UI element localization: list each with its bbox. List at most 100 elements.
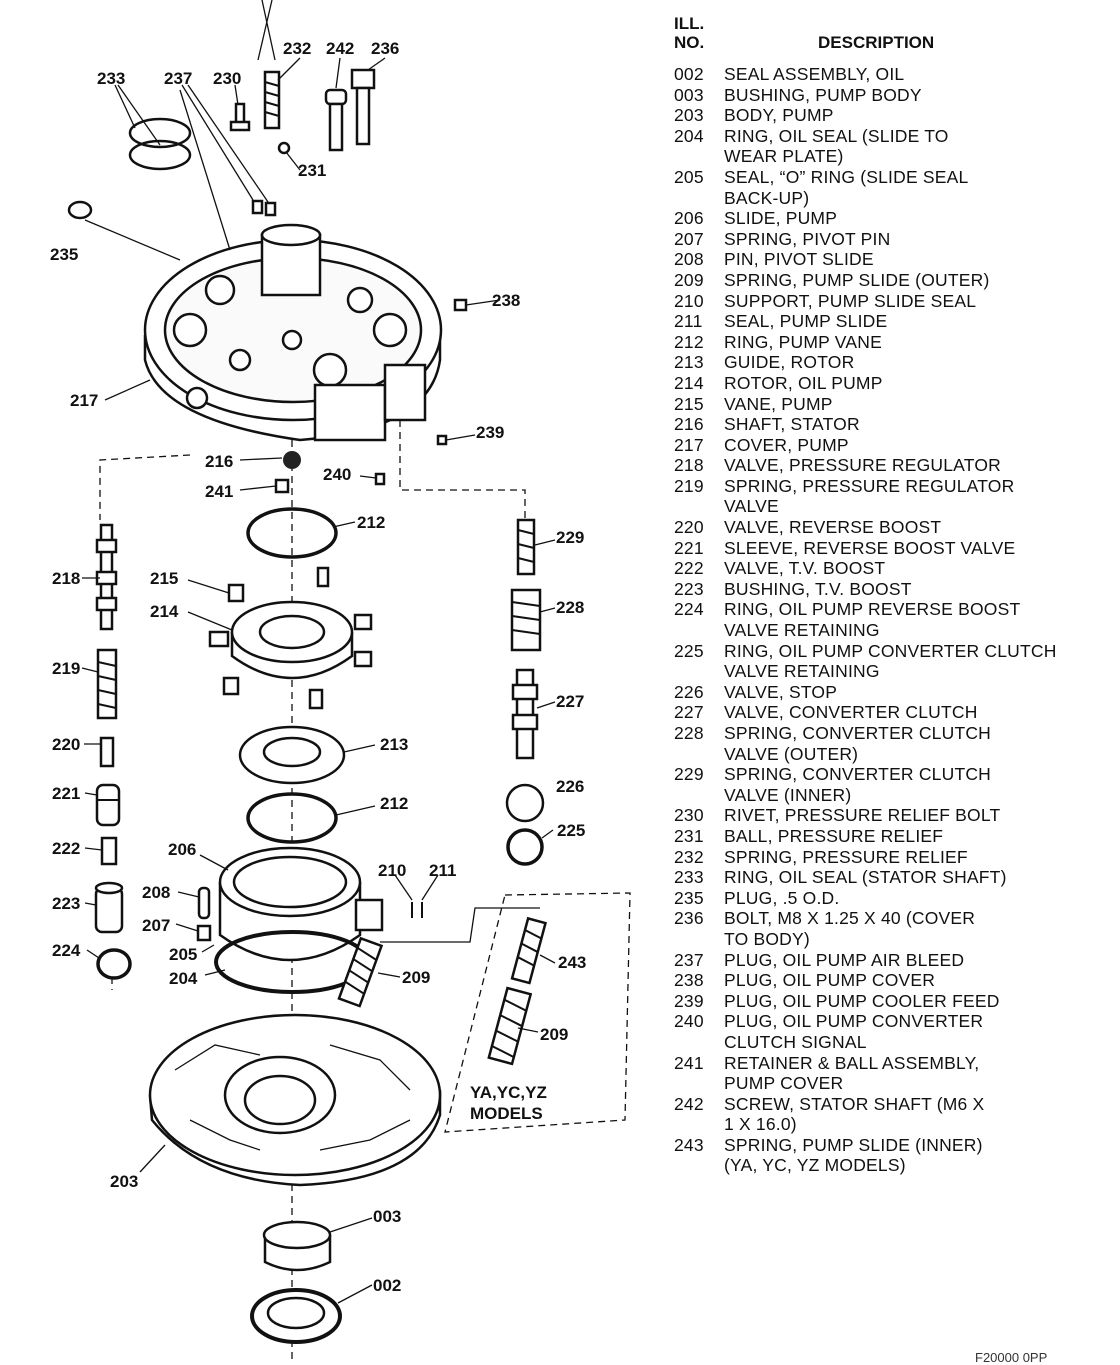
callout-233: 233 [97, 69, 125, 88]
callout-218: 218 [52, 569, 80, 588]
callout-225: 225 [557, 821, 585, 840]
part-number: 219 [674, 475, 704, 496]
part-description: SPRING, PUMP SLIDE (INNER) (YA, YC, YZ M… [724, 1134, 983, 1176]
part-description: BODY, PUMP [724, 105, 834, 126]
stop-valve-226 [505, 783, 545, 823]
vanes-215 [208, 566, 373, 710]
vane-ring-212-bottom [246, 792, 338, 844]
callout-220: 220 [52, 735, 80, 754]
part-number: 217 [674, 434, 704, 455]
models-note-line1: YA,YC,YZ [470, 1083, 547, 1102]
callout-241: 241 [205, 482, 233, 501]
callout-235: 235 [50, 245, 78, 264]
part-number: 227 [674, 702, 704, 723]
callout-236: 236 [371, 39, 399, 58]
part-number: 208 [674, 249, 704, 270]
callout-206: 206 [168, 840, 196, 859]
part-number: 223 [674, 578, 704, 599]
plug-238 [453, 298, 468, 312]
part-number: 232 [674, 846, 704, 867]
plug-235 [67, 200, 93, 220]
part-number: 205 [674, 166, 704, 187]
callout-003: 003 [373, 1207, 401, 1226]
oil-seal-rings-233 [128, 117, 192, 171]
part-number: 240 [674, 1011, 704, 1032]
part-description: SCREW, STATOR SHAFT (M6 X 1 X 16.0) [724, 1093, 985, 1135]
callout-224: 224 [52, 941, 81, 960]
part-description: PLUG, .5 O.D. [724, 887, 840, 908]
callout-240: 240 [323, 465, 351, 484]
callout-204: 204 [169, 969, 198, 988]
screw-242 [324, 88, 348, 152]
plug-237-a [251, 199, 264, 215]
outer-spring-209-inset [487, 986, 533, 1066]
converter-clutch-valve-227 [511, 668, 539, 760]
part-number: 231 [674, 825, 704, 846]
callout-227: 227 [556, 692, 584, 711]
part-number: 206 [674, 208, 704, 229]
pump-slide-206 [218, 846, 384, 962]
ill-no-header: ILL. NO. [674, 14, 705, 52]
callout-203: 203 [110, 1172, 138, 1191]
callout-230: 230 [213, 69, 241, 88]
spring-232 [263, 70, 281, 130]
callout-243: 243 [558, 953, 586, 972]
exploded-pump-diagram: 233 237 230 232 242 236 231 235 238 217 … [50, 0, 631, 1360]
plug-240 [374, 472, 386, 486]
part-number: 210 [674, 290, 704, 311]
legend-row: 204 RING, OIL SEAL (SLIDE TO WEAR PLATE) [674, 126, 1114, 167]
plug-237-b [264, 201, 277, 217]
guide-line-left [99, 454, 191, 520]
part-description: VALVE, REVERSE BOOST [724, 517, 942, 538]
rotor-guide-213 [238, 725, 346, 785]
part-number: 230 [674, 805, 704, 826]
part-description: BUSHING, T.V. BOOST [724, 578, 912, 599]
part-number: 237 [674, 949, 704, 970]
ball-231 [277, 141, 291, 155]
callout-209-inset: 209 [540, 1025, 568, 1044]
inner-spring-243 [510, 916, 548, 985]
callout-229: 229 [556, 528, 584, 547]
callout-238: 238 [492, 291, 520, 310]
callout-221: 221 [52, 784, 80, 803]
bolt-236 [350, 68, 376, 146]
callout-211: 211 [429, 861, 456, 880]
part-number: 003 [674, 84, 704, 105]
part-number: 204 [674, 125, 704, 146]
legend-row: 232 SPRING, PRESSURE RELIEF [674, 847, 1114, 868]
callout-239: 239 [476, 423, 504, 442]
part-description: RING, OIL SEAL (SLIDE TO WEAR PLATE) [724, 125, 949, 167]
rivet-230 [229, 102, 251, 132]
retainer-ball-241 [274, 478, 290, 494]
part-number: 224 [674, 599, 704, 620]
part-description: SPRING, PRESSURE RELIEF [724, 846, 968, 867]
part-description: RING, OIL SEAL (STATOR SHAFT) [724, 867, 1007, 888]
reverse-boost-valve-220 [99, 736, 115, 768]
callout-209: 209 [402, 968, 430, 987]
